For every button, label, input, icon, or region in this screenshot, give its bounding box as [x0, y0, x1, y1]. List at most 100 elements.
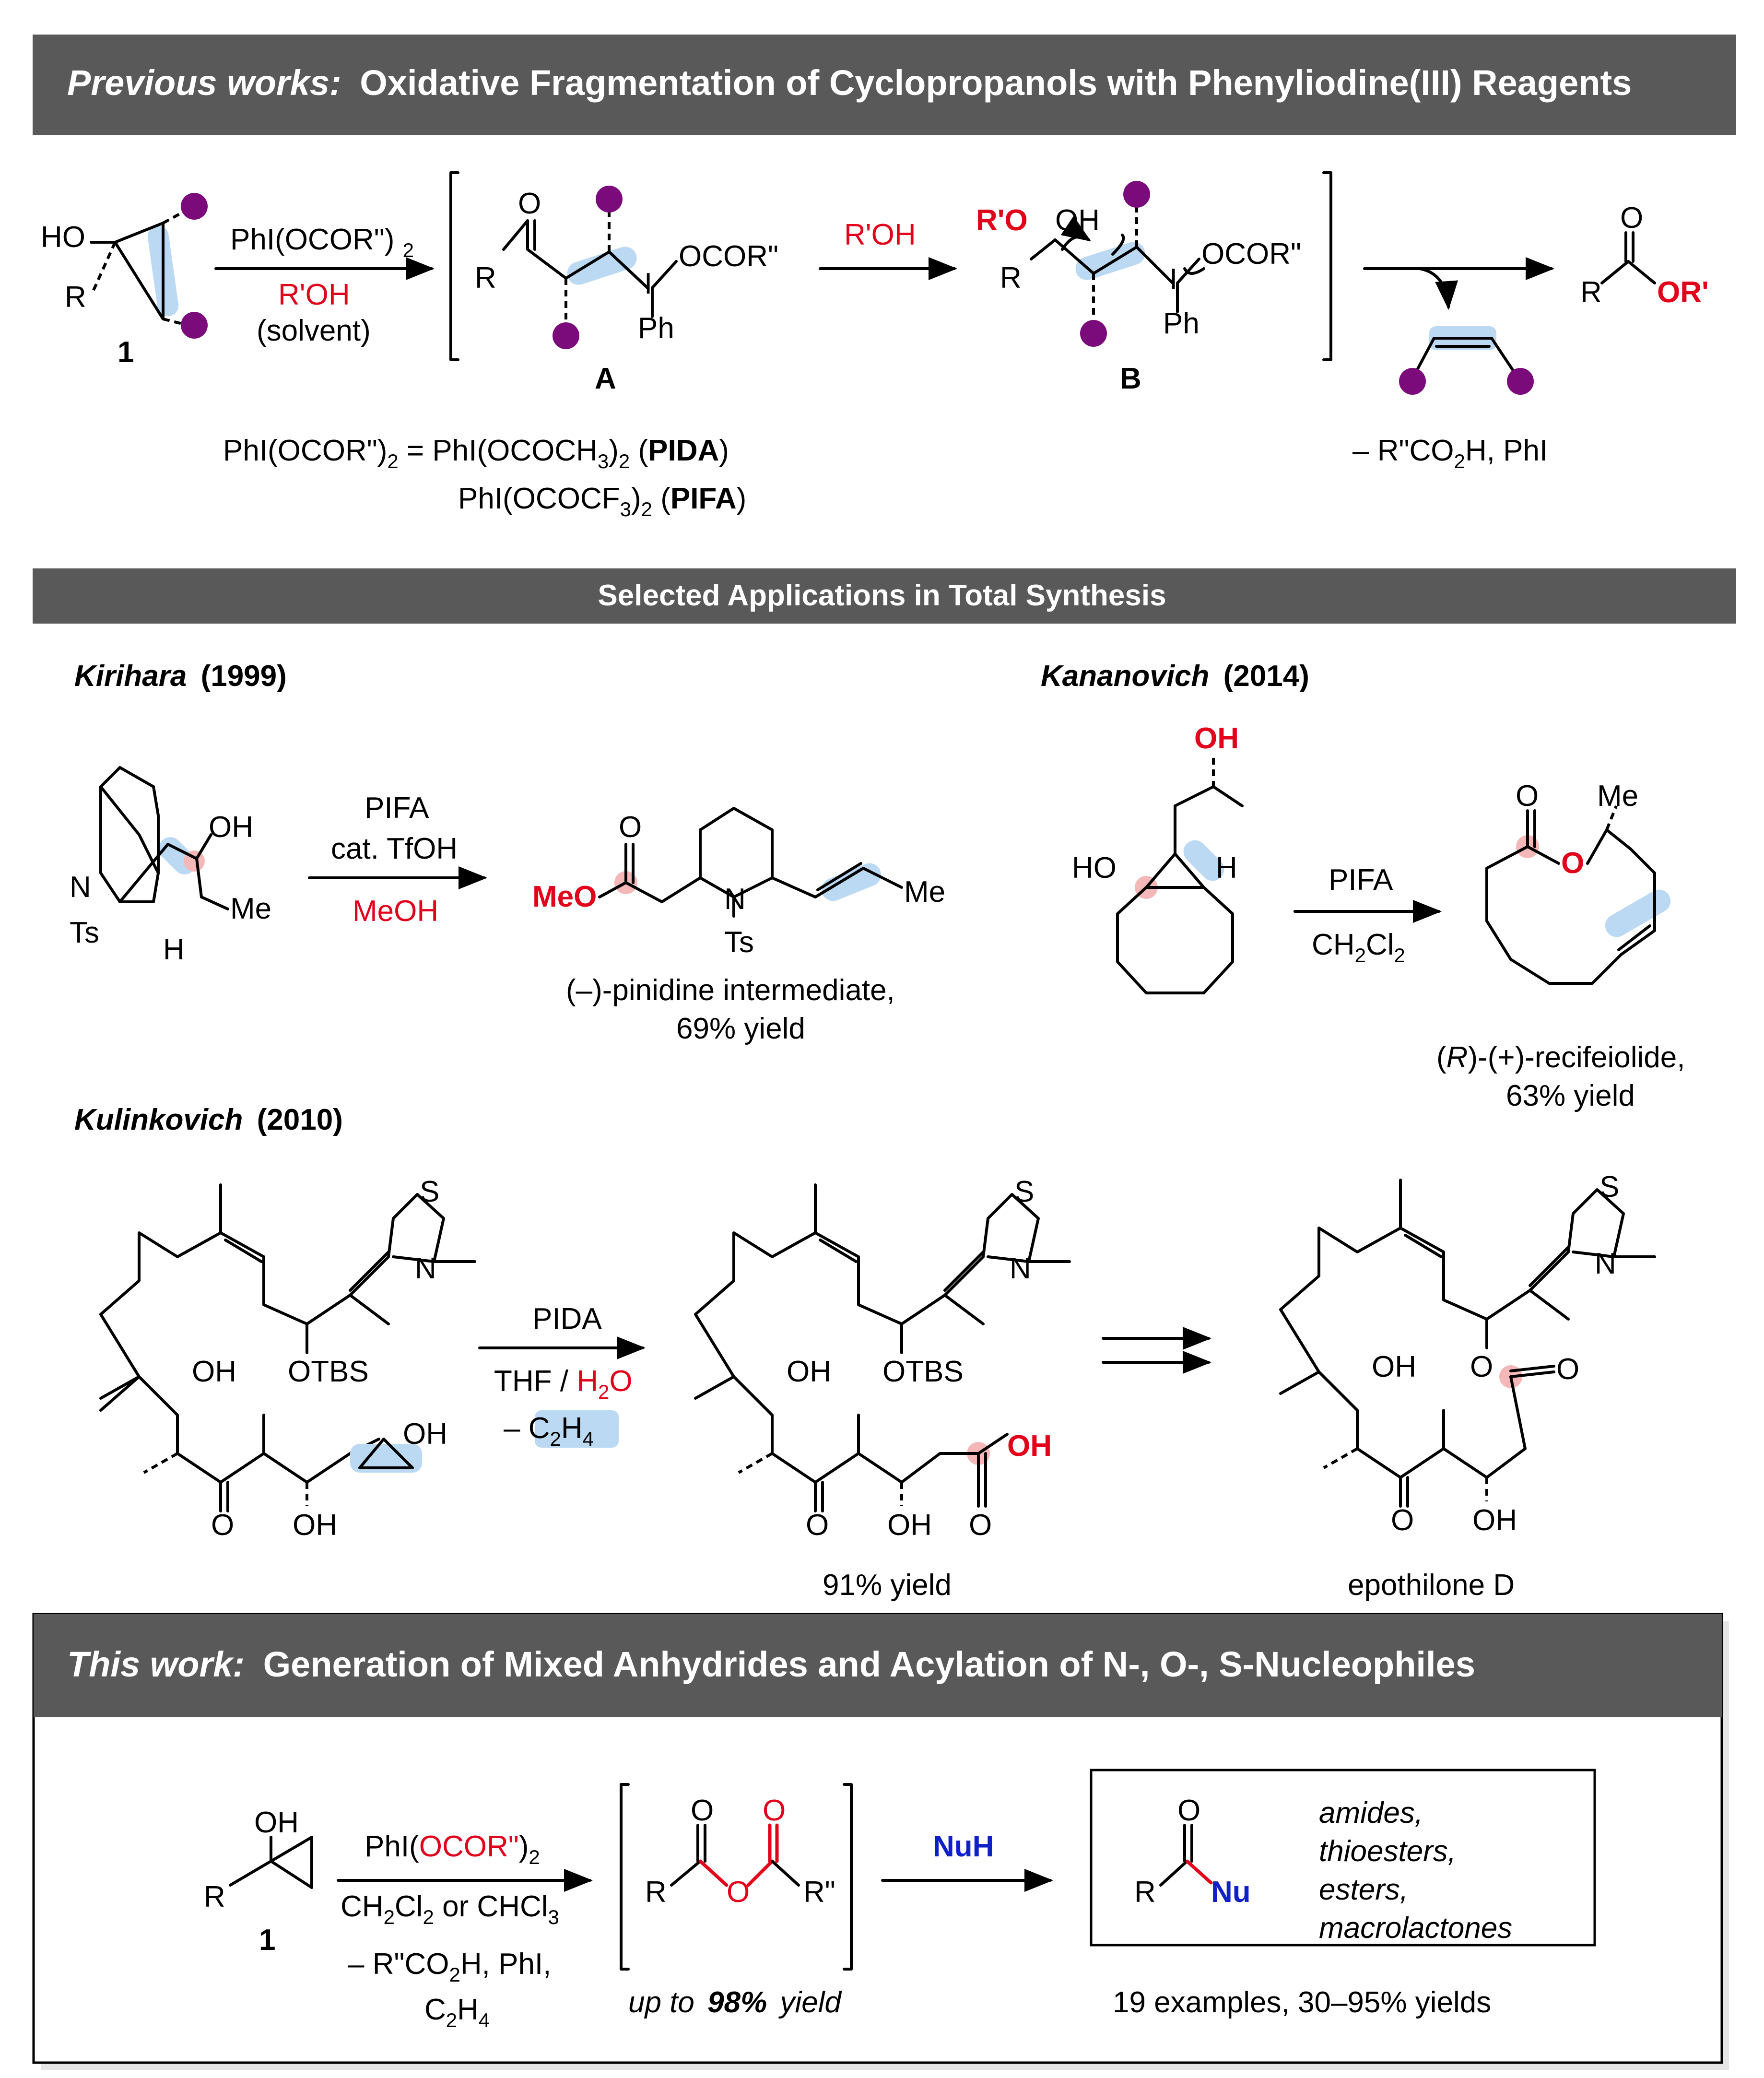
compound-1-label: 1 — [118, 336, 134, 369]
tw-yield-prefix: up to — [628, 1986, 694, 2019]
roh-reagent: R'OH — [278, 278, 350, 311]
product-type-esters: esters, — [1319, 1873, 1408, 1906]
kirihara-product-n: N — [724, 883, 746, 916]
svg-text:– R"CO2H, PhI: – R"CO2H, PhI — [1352, 434, 1548, 472]
svg-text:O: O — [1177, 1794, 1200, 1827]
kirihara-product-name: (–)-pinidine intermediate, — [566, 974, 895, 1007]
kirihara-yield: 69% yield — [676, 1012, 805, 1045]
kul-otbs-2: OTBS — [882, 1355, 964, 1388]
ocor-label: OCOR" — [679, 240, 778, 273]
svg-text:(R)-(+)-recifeiolide,: (R)-(+)-recifeiolide, — [1436, 1041, 1685, 1074]
svg-text:PhI(OCOR")2: PhI(OCOR")2 — [365, 1830, 540, 1868]
kananovich-me: Me — [1597, 779, 1638, 813]
ro-label: R'O — [976, 204, 1028, 237]
svg-text:CH2Cl2: CH2Cl2 — [1312, 928, 1405, 967]
kul-s-1: S — [420, 1175, 439, 1208]
epo-ring-o: O — [1470, 1350, 1493, 1383]
applications-title: Selected Applications in Total Synthesis — [598, 579, 1166, 612]
kirihara-product-ts: Ts — [724, 926, 754, 959]
svg-text:– C2H4: – C2H4 — [504, 1412, 594, 1450]
substituent-dot — [181, 193, 208, 220]
substituent-dot — [1123, 181, 1150, 208]
epo-carbonyl-o: O — [1556, 1353, 1579, 1386]
tw-nu: Nu — [1211, 1876, 1251, 1909]
substituent-dot — [1399, 368, 1426, 395]
substituent-dot — [181, 312, 208, 339]
svg-text:R: R — [645, 1876, 667, 1909]
this-work-panel: This work: Generation of Mixed Anhydride… — [32, 1613, 1729, 2070]
r-label: R — [1580, 276, 1602, 309]
this-work-prefix: This work: — [67, 1644, 245, 1684]
tw-yield-value: 98% — [707, 1986, 767, 2019]
kul-o-2: O — [806, 1509, 829, 1542]
reagent-definitions: PhI(OCOR")2 = PhI(OCOCH3)2 (PIDA) PhI(OC… — [223, 434, 746, 520]
reaction-arrow-1: PhI(OCOR") 2 R'OH (solvent) — [214, 223, 435, 347]
svg-text:up to 98% yiel: up to 98% yield — [628, 1986, 842, 2019]
substituent-dot — [1080, 320, 1107, 347]
kul-oh-4: OH — [887, 1509, 932, 1542]
svg-text:O: O — [763, 1794, 786, 1827]
intermediate-B: R'O OH R I OCOR" Ph B — [976, 171, 1332, 395]
svg-text:OH: OH — [254, 1806, 299, 1839]
kulinkovich-author: Kulinkovich — [74, 1103, 243, 1136]
label-A: A — [595, 362, 616, 395]
kul-oh-2: OH — [293, 1509, 337, 1542]
kananovich-year: (2014) — [1223, 660, 1309, 693]
kulinkovich-year: (2010) — [257, 1103, 343, 1136]
svg-text:PhI(OCOCF3)2 (PIFA): PhI(OCOCF3)2 (PIFA) — [458, 482, 746, 520]
pi-reagent-sub: 2 — [403, 239, 414, 261]
tw-summary: 19 examples, 30–95% yields — [1113, 1986, 1491, 2019]
r-label: R — [1000, 261, 1022, 295]
ho-label: HO — [41, 221, 85, 254]
kul-o-3: O — [969, 1509, 992, 1542]
svg-text:This work: Generation of: This work: Generation of Mixed Anhydride… — [67, 1644, 1475, 1684]
product-type-thioesters: thioesters, — [1319, 1835, 1456, 1868]
kul-acid-oh: OH — [1007, 1429, 1052, 1463]
kul-oh-3: OH — [787, 1355, 831, 1388]
oh-label: OH — [1055, 204, 1100, 237]
ph-label: Ph — [1163, 307, 1200, 340]
ester-product: O R OR' — [1580, 201, 1709, 309]
svg-text:Kirihara (1999): Kirihara (1999) — [74, 660, 287, 693]
svg-text:I: I — [1169, 263, 1177, 296]
svg-text:Kananovich (2014): Kananovich (2014) — [1041, 660, 1309, 693]
svg-text:CH2Cl2 or CHCl3: CH2Cl2 or CHCl3 — [341, 1890, 559, 1928]
kirihara-meo: MeO — [532, 880, 597, 913]
svg-text:THF / H2O: THF / H2O — [494, 1365, 633, 1403]
roh-reagent-2: R'OH — [844, 218, 916, 251]
kananovich-section: Kananovich (2014) OH HO H PIFA CH2Cl2 O … — [1041, 660, 1685, 1112]
kulinkovich-acid-product: S N OH OH OTBS O OH O 91% yield — [694, 1175, 1071, 1602]
previous-works-title: Oxidative Fragmentation of Cyclopropanol… — [360, 63, 1632, 103]
kul-o-1: O — [211, 1509, 234, 1542]
intermediate-A: O R I OCOR" Ph A — [449, 171, 778, 395]
cyclopropanol-1: HO R 1 — [41, 193, 208, 369]
kananovich-ring-o: O — [1561, 847, 1584, 880]
ph-label: Ph — [638, 312, 674, 345]
previous-works-banner: Previous works: Oxidative Fragmentation … — [33, 35, 1736, 135]
kirihara-product-me: Me — [904, 875, 945, 909]
epo-o: O — [1391, 1504, 1414, 1537]
applications-banner: Selected Applications in Total Synthesis — [33, 568, 1736, 624]
kul-n-2: N — [1010, 1252, 1031, 1285]
kananovich-oh: OH — [1194, 722, 1239, 755]
product-type-macrolactones: macrolactones — [1319, 1912, 1512, 1945]
kirihara-section: Kirihara (1999) OH N Ts H Me PIFA cat. T… — [70, 660, 945, 1045]
r-label: R — [475, 261, 496, 295]
kananovich-carbonyl-o: O — [1516, 779, 1539, 813]
epo-n: N — [1595, 1247, 1616, 1280]
tw-yield-suffix: yield — [778, 1986, 842, 2019]
acylation-product-box: O R Nu amides, thioesters, esters, macro… — [1090, 1769, 1596, 1947]
kananovich-reagent: PIFA — [1329, 863, 1393, 897]
product-type-amides: amides, — [1319, 1796, 1423, 1830]
svg-text:O: O — [691, 1794, 714, 1827]
substituent-dot — [596, 186, 623, 213]
kirihara-reagent1: PIFA — [365, 791, 429, 825]
reaction-arrow-2: R'OH — [819, 218, 957, 280]
svg-text:PhI(OCOR") 2: PhI(OCOR") 2 — [230, 223, 414, 261]
kananovich-ho: HO — [1072, 851, 1117, 885]
tw-compound-1: 1 — [259, 1924, 275, 1957]
svg-text:PhI(OCOR")2 = PhI(OCOCH3)2 (PI: PhI(OCOR")2 = PhI(OCOCH3)2 (PIDA) — [223, 434, 729, 472]
epo-oh-2: OH — [1472, 1504, 1517, 1537]
kirihara-oh: OH — [209, 811, 253, 844]
